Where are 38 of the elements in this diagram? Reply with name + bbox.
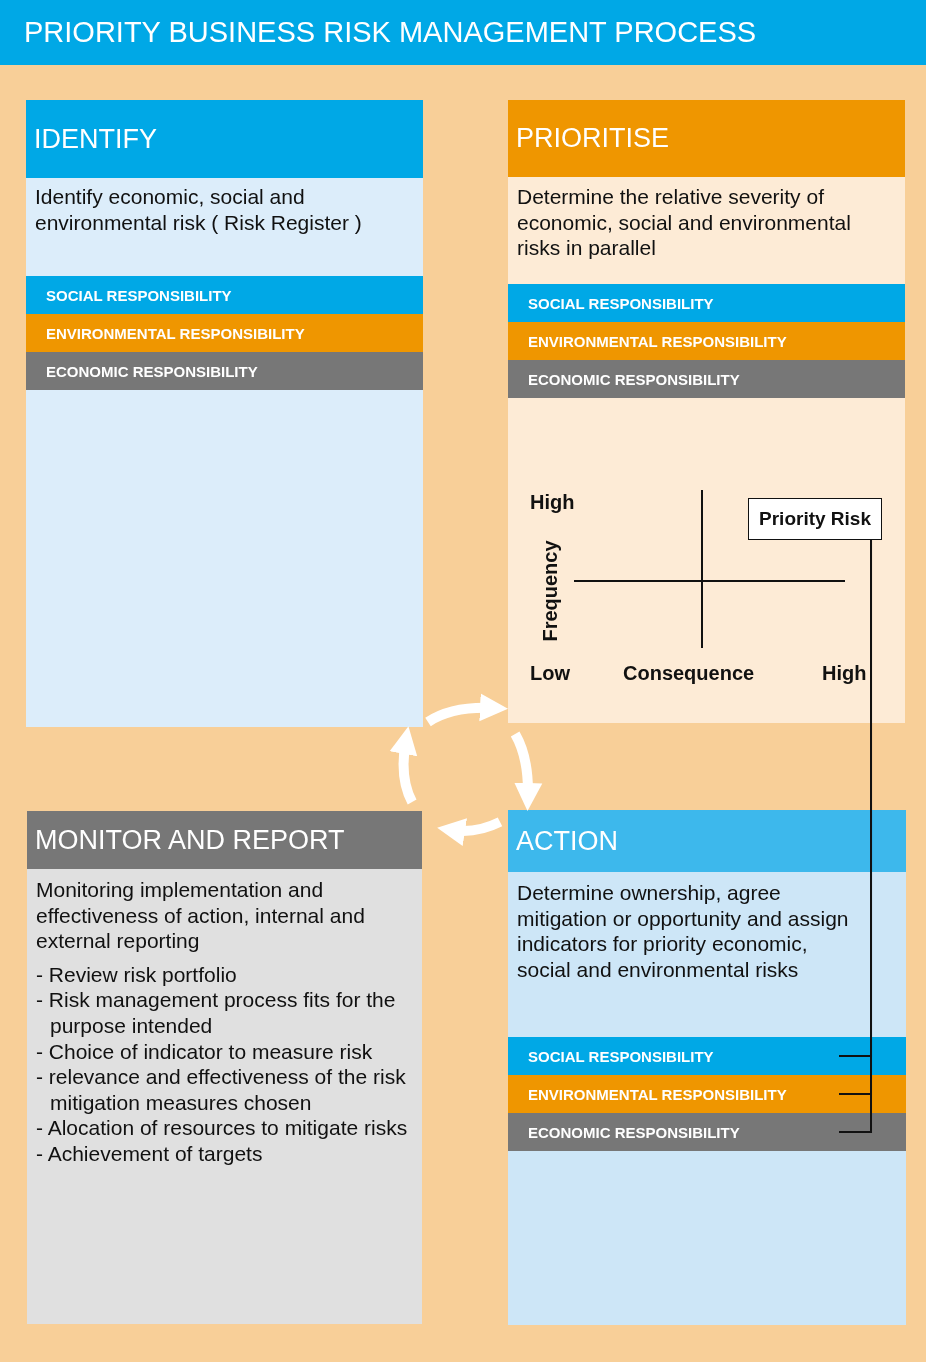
panel-header: IDENTIFY	[26, 100, 423, 178]
list-item: - Review risk portfolio	[36, 961, 238, 988]
list-item: - relevance and effectiveness of the risk mitigation measures chosen	[36, 1064, 407, 1116]
cycle-arrow	[510, 731, 543, 811]
cycle-arrow	[437, 817, 503, 846]
responsibility-band: SOCIAL RESPONSIBILITY	[26, 276, 423, 314]
description-text: Identify economic, social and environmental risk ( Risk Register )	[35, 184, 363, 236]
description-text: Determine the relative severity of economic, social and environmental risks in parallel	[517, 184, 852, 261]
responsibility-band: ECONOMIC RESPONSIBILITY	[508, 360, 905, 398]
stage-panel	[26, 100, 423, 727]
list-item: - Risk management process fits for the purpose intended	[36, 987, 397, 1039]
priority-box: Priority Risk	[748, 498, 882, 540]
responsibility-band: SOCIAL RESPONSIBILITY	[508, 1037, 906, 1075]
panel-header: PRIORITISE	[508, 100, 905, 177]
stage-panel	[27, 811, 422, 1324]
description-text: Determine ownership, agree mitigation or opportunity and assign indicators for priority economic, social and environmental risks	[517, 880, 850, 983]
axis-label: Low	[530, 662, 570, 685]
responsibility-band: ECONOMIC RESPONSIBILITY	[26, 352, 423, 390]
panel-header: MONITOR AND REPORT	[27, 811, 422, 869]
cycle-arrow	[425, 693, 508, 727]
responsibility-band: SOCIAL RESPONSIBILITY	[508, 284, 905, 322]
axis-label: Consequence	[623, 662, 755, 685]
responsibility-band: ENVIRONMENTAL RESPONSIBILITY	[508, 322, 905, 360]
list-item: - Choice of indicator to measure risk	[36, 1038, 374, 1065]
panel-header: ACTION	[508, 810, 906, 872]
responsibility-band: ENVIRONMENTAL RESPONSIBILITY	[26, 314, 423, 352]
list-item: - Achievement of targets	[36, 1141, 264, 1167]
title-bar: PRIORITY BUSINESS RISK MANAGEMENT PROCESS	[0, 0, 926, 65]
list-item: - Alocation of resources to mitigate risks	[36, 1115, 409, 1142]
responsibility-band: ECONOMIC RESPONSIBILITY	[508, 1113, 906, 1151]
cycle-arrow	[389, 726, 418, 805]
stage-panel	[508, 810, 906, 1325]
description-text: Monitoring implementation and effectiveness of action, internal and external reporting	[36, 877, 366, 954]
axis-label: Frequency	[538, 540, 562, 642]
axis-label: High	[822, 662, 867, 685]
stage-panel	[508, 100, 905, 723]
responsibility-band: ENVIRONMENTAL RESPONSIBILITY	[508, 1075, 906, 1113]
axis-label: High	[530, 491, 575, 514]
